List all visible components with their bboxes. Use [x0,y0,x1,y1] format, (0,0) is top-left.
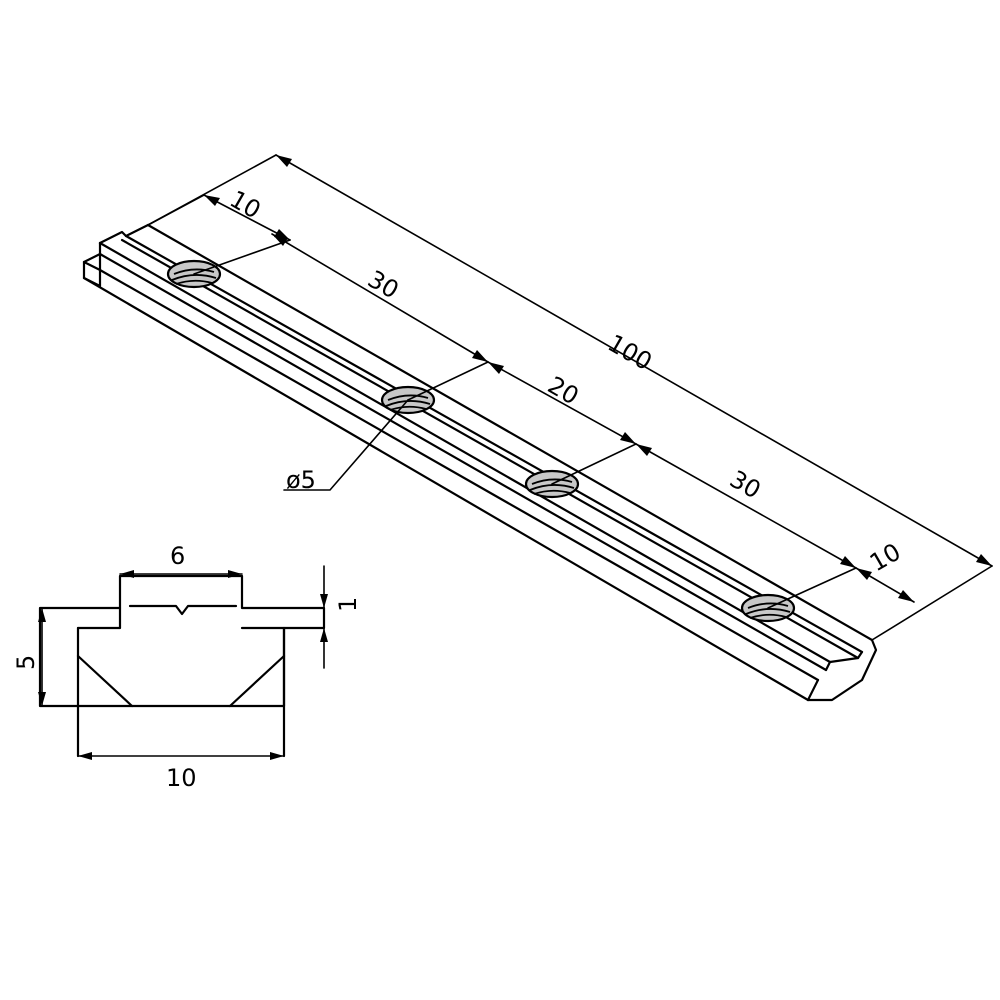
dim-text-10: 10 [166,764,197,792]
edge-step [98,241,832,664]
arrow-overall-start [276,155,292,167]
section-view: 6 10 5 1 [12,542,362,792]
hole-callout-text: ø5 [286,466,316,494]
dim-text-left-10: 10 [225,185,265,225]
bar-right-end [806,638,878,702]
dim-line-30-right [635,443,857,569]
arrow-5-start [38,608,46,622]
bar-left-end [82,260,102,288]
dim-line-left-10 [203,194,291,241]
section-outline [38,574,326,708]
arrow-right10-start [856,568,872,580]
arrow-20-end [620,432,636,444]
edge-top-mid2 [120,238,860,660]
hole-callout-leader [283,399,409,491]
bar-right-corner [806,678,820,702]
ext-line-hole3 [551,443,637,485]
arrow-1-top [320,594,328,608]
dim-text-20: 20 [543,371,583,411]
edge-top-back [146,223,874,642]
arrow-1-bottom [320,628,328,642]
isometric-bar [82,223,878,702]
bar-left-corner [82,252,102,264]
arrow-6-end [228,570,242,578]
edge-flange [98,268,820,682]
arrow-6-start [120,570,134,578]
section-top-notch [128,604,238,616]
isometric-dimensions: 100 10 30 20 30 10 ø5 [147,154,993,641]
arrow-10-end [270,752,284,760]
dim-line-30-left [271,233,489,363]
section-chamfer-right [228,654,286,708]
arrow-left10-start [204,195,220,206]
dim-line-overall [275,154,993,567]
edge-step2 [98,252,828,672]
arrow-overall-end [976,554,992,566]
arrow-30l-end [472,350,488,362]
arrow-30r-start [636,444,652,456]
arrow-right10-end [898,590,914,602]
bar-right-step [824,650,864,672]
arrow-30l-start [272,234,288,246]
arrow-10-start [78,752,92,760]
dim-text-30-right: 30 [725,465,765,505]
arrow-5-end [38,692,46,706]
ext-line-right-end [871,565,993,641]
ext-line-hole2 [407,361,489,401]
edge-bottom [82,276,810,702]
ext-line-left-short [147,194,205,226]
arrow-20-start [488,362,504,374]
dim-line-20 [487,361,637,445]
ext-line-hole4 [767,567,857,609]
bar-left-top-step [98,223,150,245]
edge-top-mid [124,234,864,654]
dim-text-5: 5 [12,655,40,670]
dim-text-1: 1 [334,597,362,612]
dim-text-6: 6 [170,542,185,570]
dim-text-right-10: 10 [865,538,905,578]
section-chamfer-left [76,654,134,708]
arrow-30r-end [840,556,856,568]
section-inner-left [76,606,122,630]
ext-line-hole1 [193,239,291,275]
dim-text-30-left: 30 [363,265,403,305]
